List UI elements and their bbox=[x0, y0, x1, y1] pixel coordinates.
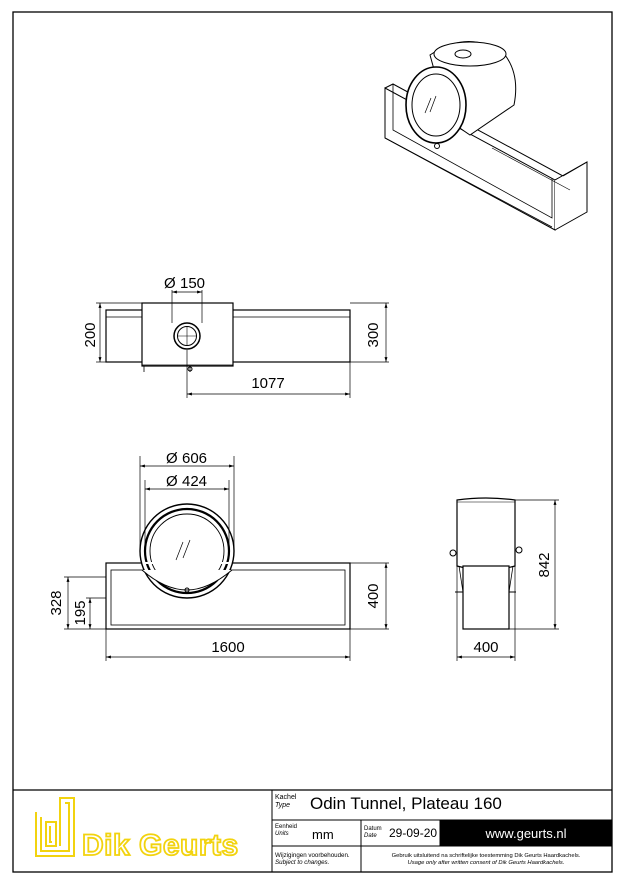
dim-depth-right: 300 bbox=[365, 322, 382, 347]
brand-name: Dik Geurts bbox=[82, 829, 239, 862]
units-label-en: Units bbox=[275, 831, 289, 837]
title-block bbox=[13, 789, 612, 872]
note-nl: Wijzigingen voorbehouden. bbox=[275, 852, 350, 859]
dim-depth-left: 200 bbox=[82, 322, 99, 347]
date-value: 29-09-20 bbox=[389, 826, 437, 840]
dim-width: 1600 bbox=[211, 639, 244, 656]
dim-length-offset: 1077 bbox=[251, 375, 284, 392]
side-view bbox=[449, 497, 523, 630]
dim-height-right: 400 bbox=[365, 583, 382, 608]
dim-side-width: 400 bbox=[473, 639, 498, 656]
isometric-view bbox=[384, 41, 588, 231]
units-label: Eenheid bbox=[275, 824, 297, 830]
units-value: mm bbox=[312, 827, 334, 842]
dim-inner-diameter-symbol: Ø bbox=[166, 473, 178, 490]
usage-en: Usage only after written consent of Dik … bbox=[408, 860, 565, 866]
type-label-en: Type bbox=[275, 802, 290, 809]
date-label-en: Date bbox=[364, 833, 377, 839]
front-view bbox=[105, 503, 351, 630]
front-view-dimensions bbox=[64, 456, 389, 661]
dim-flue-value: 150 bbox=[180, 275, 205, 292]
dim-side-height: 842 bbox=[536, 552, 553, 577]
dim-outer-diameter: 606 bbox=[182, 450, 207, 467]
website-link[interactable]: www.geurts.nl bbox=[485, 826, 567, 841]
usage-nl: Gebruik uitsluitend na schriftelijke toe… bbox=[392, 853, 581, 859]
drawing-border bbox=[12, 11, 613, 873]
dim-inner-diameter: 424 bbox=[182, 473, 207, 490]
website-bar bbox=[440, 820, 612, 846]
dim-height-inner: 195 bbox=[72, 600, 89, 625]
note-en: Subject to changes. bbox=[275, 859, 329, 866]
dim-height-total: 328 bbox=[48, 590, 65, 615]
date-label: Datum bbox=[364, 826, 382, 832]
dim-outer-diameter-symbol: Ø bbox=[166, 450, 178, 467]
dik-geurts-logo: Dik Geurts bbox=[35, 797, 239, 863]
top-view bbox=[105, 302, 351, 372]
side-view-dimensions bbox=[456, 499, 559, 661]
dg-monogram-icon bbox=[35, 797, 75, 857]
product-type-title: Odin Tunnel, Plateau 160 bbox=[310, 794, 502, 813]
type-label: Kachel bbox=[275, 794, 297, 801]
dim-flue-diameter: Ø bbox=[164, 275, 176, 292]
top-view-dimensions bbox=[96, 290, 389, 398]
